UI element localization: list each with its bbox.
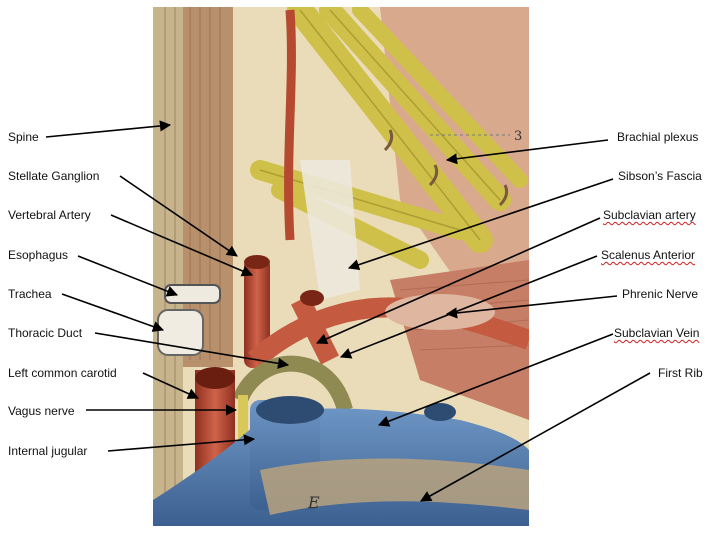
label-vertebral-artery: Vertebral Artery [8,208,91,222]
leader-lines-right [315,139,651,502]
anatomical-plate [153,7,529,526]
label-trachea: Trachea [8,287,52,301]
plate-number: 3 [514,129,522,144]
label-internal-jugular: Internal jugular [8,444,88,458]
leader-lines-left [45,120,290,452]
label-left-common-carotid: Left common carotid [8,366,117,380]
label-subclavian-vein: Subclavian Vein [614,326,700,340]
label-sibsons-fascia: Sibson’s Fascia [618,169,702,183]
label-first-rib: First Rib [658,366,703,380]
label-brachial-plexus: Brachial plexus [617,130,699,144]
label-stellate-ganglion: Stellate Ganglion [8,169,100,183]
plate-letter: E [307,493,320,512]
label-thoracic-duct: Thoracic Duct [8,326,83,340]
label-esophagus: Esophagus [8,248,69,262]
label-vagus-nerve: Vagus nerve [8,404,75,418]
label-subclavian-artery: Subclavian artery [603,208,696,222]
label-scalenus-anterior: Scalenus Anterior [601,248,696,262]
label-spine: Spine [8,130,39,144]
label-phrenic-nerve: Phrenic Nerve [622,287,699,301]
